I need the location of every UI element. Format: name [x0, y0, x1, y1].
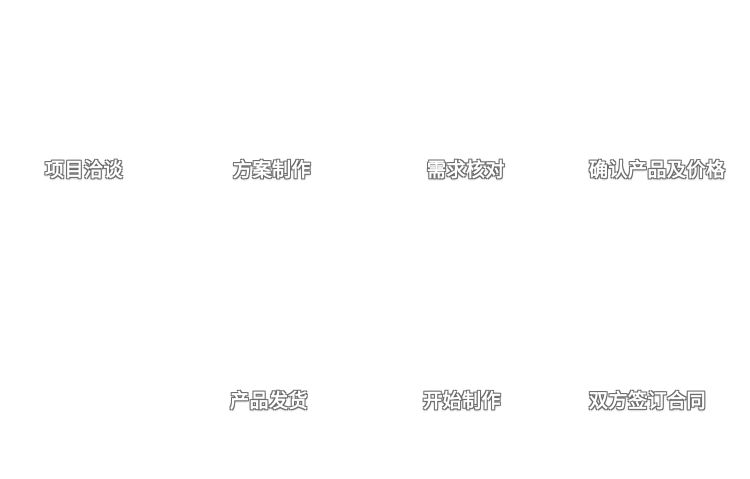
process-step-label-product-shipping: 产品发货 — [230, 390, 309, 412]
process-step-label-sign-contract: 双方签订合同 — [589, 390, 707, 412]
process-step-label-requirements-check: 需求核对 — [427, 159, 506, 181]
process-step-label-project-negotiation: 项目洽谈 — [45, 159, 124, 181]
process-step-label-confirm-product-price: 确认产品及价格 — [589, 159, 726, 181]
process-step-label-start-production: 开始制作 — [423, 390, 502, 412]
process-step-label-proposal-creation: 方案制作 — [233, 159, 312, 181]
